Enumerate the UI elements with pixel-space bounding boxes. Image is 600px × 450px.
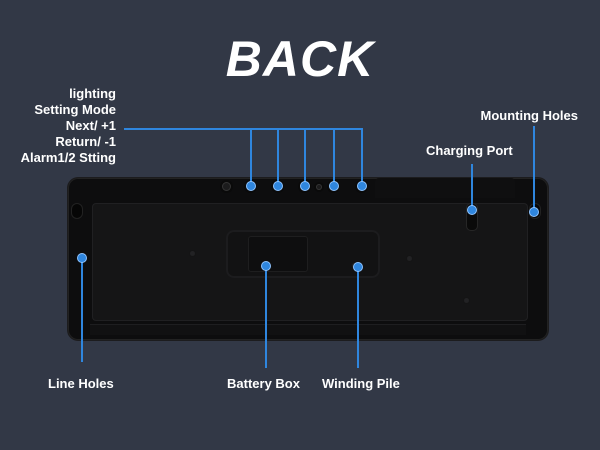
callout-line-line-holes <box>81 258 83 362</box>
side-knob <box>222 182 231 191</box>
page-title: BACK <box>225 31 375 87</box>
mounting-hole-left <box>72 204 82 218</box>
label-mounting-holes: Mounting Holes <box>480 108 579 123</box>
screw-bottom-right <box>464 298 469 303</box>
charging-port <box>467 204 477 230</box>
bottom-rail <box>90 324 526 335</box>
callout-dot-return <box>274 182 282 190</box>
screw-left <box>190 251 195 256</box>
small-pin <box>316 184 322 190</box>
label-battery-box: Battery Box <box>227 376 300 391</box>
label-next: Next/ +1 <box>65 118 116 133</box>
callout-dot-mounting <box>530 208 538 216</box>
callout-line-battery <box>265 266 267 368</box>
label-line-holes: Line Holes <box>48 376 114 391</box>
label-lighting: lighting <box>69 86 116 101</box>
callout-dot-battery <box>262 262 270 270</box>
callout-dot-setting <box>330 182 338 190</box>
callout-line-setting <box>333 128 335 186</box>
label-return: Return/ -1 <box>55 134 116 149</box>
callout-line-alarm <box>250 128 252 186</box>
callout-line-return <box>277 128 279 186</box>
label-alarm: Alarm1/2 Stting <box>20 150 116 165</box>
screw-right <box>407 256 412 261</box>
button-labels: lighting Setting Mode Next/ +1 Return/ -… <box>21 86 116 166</box>
label-setting-mode: Setting Mode <box>34 102 116 117</box>
callout-dot-alarm <box>247 182 255 190</box>
callout-line-lighting <box>361 128 363 186</box>
top-ridge <box>375 178 515 198</box>
callout-dot-lighting <box>358 182 366 190</box>
callout-line-mounting <box>533 126 535 212</box>
label-winding-pile: Winding Pile <box>322 376 400 391</box>
callout-line-winding <box>357 268 359 368</box>
battery-cover <box>248 236 308 272</box>
callout-dot-next <box>301 182 309 190</box>
callout-dot-winding <box>354 263 362 271</box>
callout-dot-line-holes <box>78 254 86 262</box>
callout-dot-charging <box>468 206 476 214</box>
callout-line-charging <box>471 164 473 212</box>
callout-line-next <box>304 128 306 186</box>
callout-bar-buttons <box>124 128 363 130</box>
label-charging-port: Charging Port <box>426 143 513 158</box>
